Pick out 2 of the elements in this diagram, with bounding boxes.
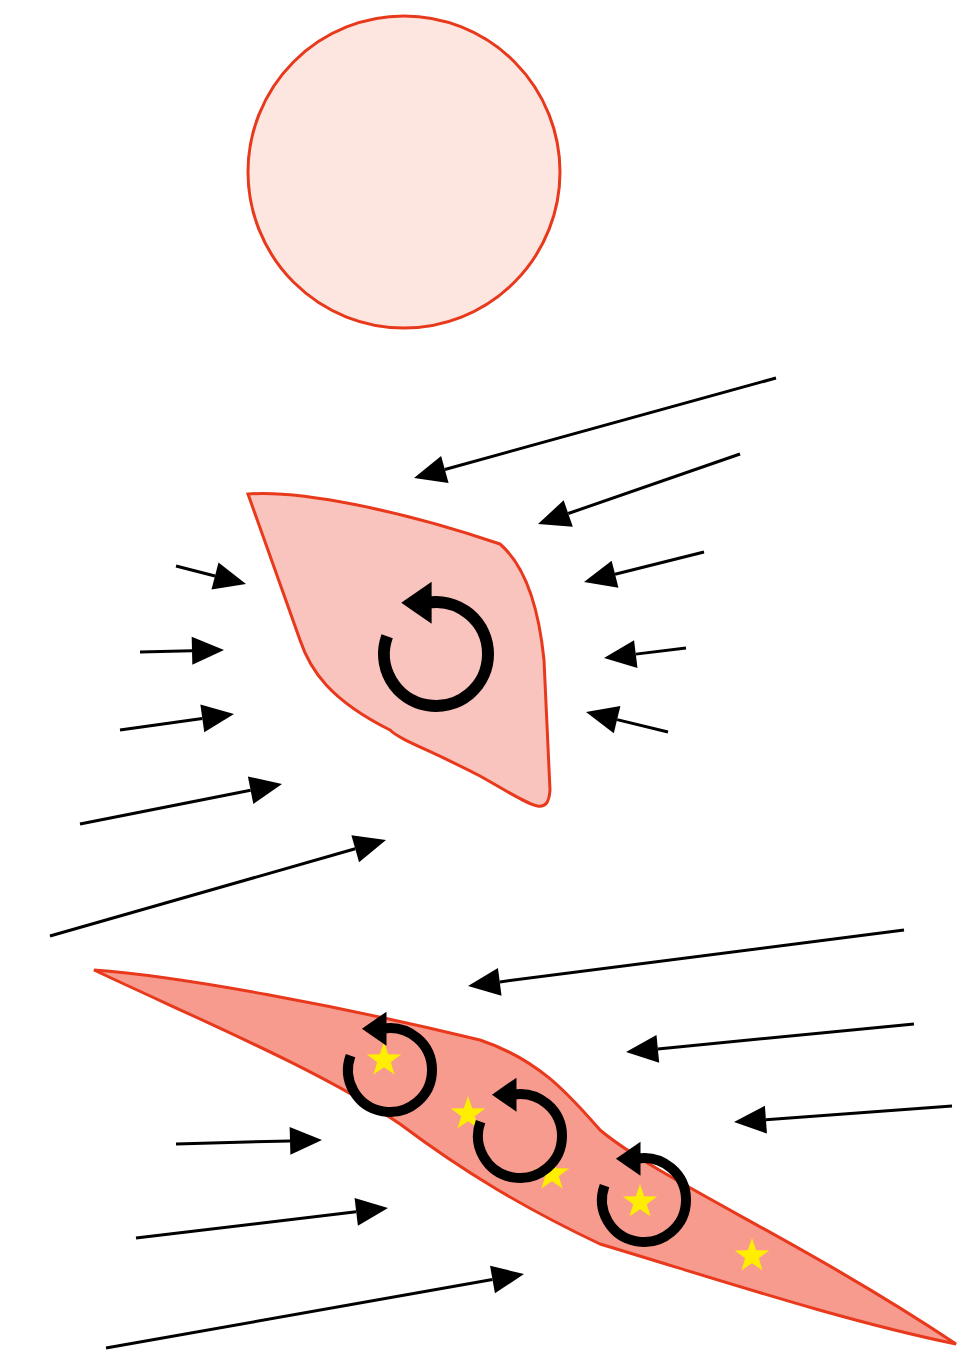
circle-shape [246,14,564,332]
cell-shape [90,964,960,1348]
